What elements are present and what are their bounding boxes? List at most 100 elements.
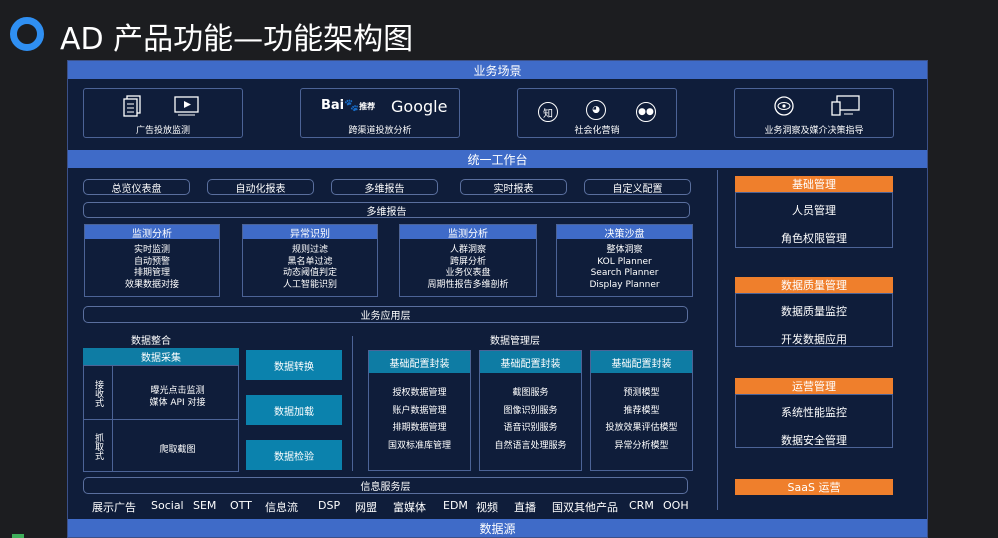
- source-item: 信息流: [265, 501, 298, 514]
- right-title-basic: 基础管理: [735, 176, 893, 192]
- mgmt-label: 数据管理层: [490, 336, 540, 347]
- module-monitor-analysis-2: 监测分析 人群洞察 跨屏分析 业务仪表盘 周期性报告多维剖析: [399, 224, 537, 297]
- module-item: 人群洞察: [449, 245, 486, 255]
- module-item: 规则过滤: [291, 245, 328, 255]
- app-layer-bar: 业务应用层: [83, 306, 688, 323]
- source-item: CRM: [629, 499, 654, 512]
- report-realtime: 实时报表: [460, 179, 567, 195]
- integration-label: 数据整合: [131, 336, 171, 347]
- source-item: DSP: [318, 499, 341, 512]
- right-title-ops: 运营管理: [735, 378, 893, 394]
- band-workbench: 统一工作台: [68, 150, 927, 168]
- right-title-quality: 数据质量管理: [735, 277, 893, 293]
- mgmt-item: 国双标准库管理: [387, 440, 451, 451]
- module-item: 业务仪表盘: [445, 268, 491, 278]
- module-title: 决策沙盘: [557, 225, 692, 240]
- mgmt-item: 授权数据管理: [392, 388, 447, 398]
- collect-active-label: 接收式: [93, 379, 103, 407]
- page-title: AD 产品功能—功能架构图: [60, 22, 414, 57]
- video-play-icon: [174, 96, 199, 116]
- right-item: 角色权限管理: [781, 232, 847, 245]
- title-circle-icon: [10, 17, 44, 51]
- mgmt-col-title: 基础配置封装: [369, 351, 470, 373]
- document-icon: [123, 95, 141, 117]
- right-item: 系统性能监控: [781, 406, 847, 419]
- corner-marker: [12, 534, 24, 538]
- module-title: 监测分析: [400, 225, 536, 240]
- module-item: Search Planner: [590, 268, 659, 278]
- module-item: 自动预警: [133, 256, 170, 267]
- source-item: 富媒体: [393, 501, 426, 514]
- right-card-basic: 人员管理 角色权限管理: [735, 192, 893, 248]
- right-item: 开发数据应用: [781, 333, 847, 346]
- scene-label: 社会化营销: [574, 126, 620, 136]
- report-custom-config: 自定义配置: [584, 179, 691, 195]
- mgmt-col-3: 基础配置封装 预测模型 推荐模型 投放效果评估模型 异常分析模型: [590, 350, 693, 471]
- module-item: 动态阈值判定: [282, 268, 337, 278]
- mgmt-item: 推荐模型: [623, 405, 660, 416]
- module-anomaly: 异常识别 规则过滤 黑名单过滤 动态阈值判定 人工智能识别: [242, 224, 378, 297]
- module-item: 实时监测: [133, 245, 170, 255]
- baidu-logo-text: Bai: [321, 98, 345, 113]
- mgmt-col-title: 基础配置封装: [480, 351, 581, 373]
- right-item: 人员管理: [792, 204, 836, 217]
- zhihu-icon: 知: [538, 102, 558, 122]
- scene-insight: 业务洞察及媒介决策指导: [734, 88, 894, 138]
- module-item: Display Planner: [589, 279, 660, 290]
- scene-label: 跨渠道投放分析: [348, 126, 412, 136]
- devices-icon: [831, 95, 860, 116]
- data-collect-header: 数据采集: [83, 348, 239, 365]
- module-decision-sandbox: 决策沙盘 整体洞察 KOL Planner Search Planner Dis…: [556, 224, 693, 297]
- multi-report-bar: 多维报告: [83, 202, 690, 218]
- source-item: 直播: [514, 501, 536, 514]
- mgmt-col-1: 基础配置封装 授权数据管理 账户数据管理 排期数据管理 国双标准库管理: [368, 350, 471, 471]
- scene-social: 知 ◕ ●● 社会化营销: [517, 88, 677, 138]
- mgmt-col-2: 基础配置封装 截图服务 图像识别服务 语音识别服务 自然语言处理服务: [479, 350, 582, 471]
- op-load: 数据加载: [246, 395, 342, 425]
- collect-divider: [83, 419, 239, 420]
- right-divider: [717, 170, 718, 510]
- mgmt-item: 截图服务: [512, 388, 549, 398]
- mgmt-item: 账户数据管理: [392, 405, 447, 416]
- module-item: 排期管理: [133, 268, 170, 278]
- mgmt-item: 投放效果评估模型: [605, 423, 678, 433]
- op-validate: 数据检验: [246, 440, 342, 470]
- module-item: 周期性报告多维剖析: [427, 279, 509, 290]
- band-business-scenes: 业务场景: [68, 61, 927, 79]
- mgmt-item: 图像识别服务: [503, 405, 558, 416]
- source-item: OTT: [230, 499, 252, 512]
- source-item: 网盟: [355, 501, 377, 514]
- mgmt-item: 语音识别服务: [503, 423, 558, 433]
- source-item: 视频: [476, 501, 498, 514]
- module-item: 整体洞察: [606, 245, 643, 255]
- info-layer-bar: 信息服务层: [83, 477, 688, 494]
- collect-passive-label: 抓取式: [93, 432, 103, 460]
- source-item: Social: [151, 499, 184, 512]
- source-item: 国双其他产品: [552, 501, 618, 514]
- report-overview: 总览仪表盘: [83, 179, 190, 195]
- module-item: 人工智能识别: [282, 279, 337, 290]
- mgmt-item: 自然语言处理服务: [494, 440, 567, 451]
- scene-ad-monitoring: 广告投放监测: [83, 88, 243, 138]
- data-collect-body: [83, 365, 239, 472]
- collect-passive-item: 爬取截图: [159, 445, 196, 455]
- scene-label: 业务洞察及媒介决策指导: [764, 126, 864, 136]
- report-multidim: 多维报告: [331, 179, 438, 195]
- report-automated: 自动化报表: [207, 179, 314, 195]
- band-datasource: 数据源: [68, 519, 927, 537]
- source-item: OOH: [663, 499, 689, 512]
- mgmt-item: 异常分析模型: [614, 440, 669, 451]
- weibo-icon: ◕: [586, 100, 606, 120]
- right-item: 数据质量监控: [781, 305, 847, 318]
- right-card-ops: 系统性能监控 数据安全管理: [735, 394, 893, 448]
- wechat-icon: ●●: [636, 102, 656, 122]
- collect-vdivider: [112, 365, 113, 472]
- module-title: 监测分析: [85, 225, 219, 240]
- source-item: SEM: [193, 499, 217, 512]
- module-item: KOL Planner: [597, 256, 652, 267]
- scene-label: 广告投放监测: [135, 126, 190, 136]
- baidu-logo-icon: Bai🐾推荐: [321, 98, 376, 113]
- module-monitor-analysis: 监测分析 实时监测 自动预警 排期管理 效果数据对接: [84, 224, 220, 297]
- module-item: 跨屏分析: [449, 256, 486, 267]
